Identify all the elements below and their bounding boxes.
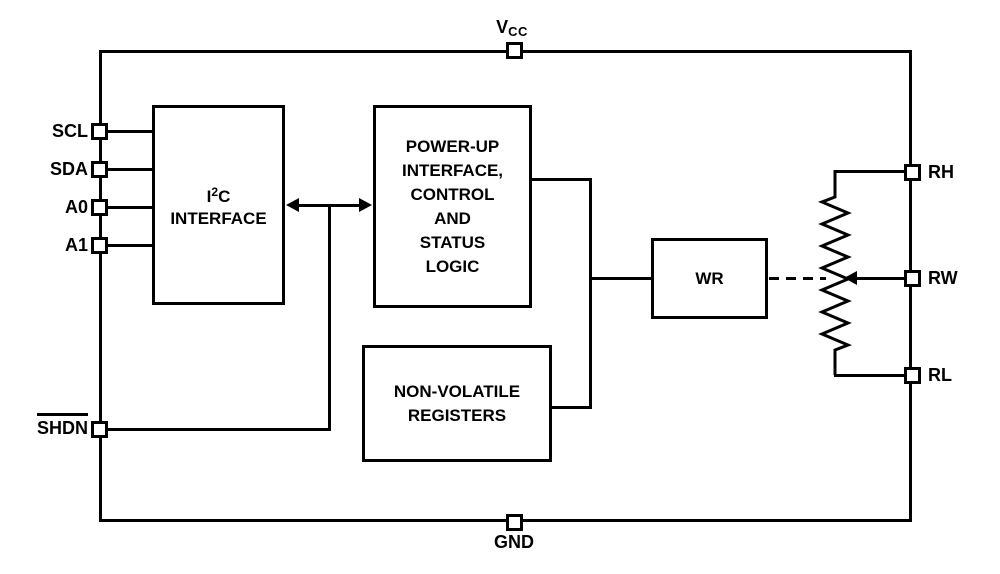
scl-pin (91, 123, 108, 140)
gnd-label: GND (494, 532, 534, 552)
a0-label: A0 (64, 197, 88, 217)
block-label: LOGIC (425, 256, 480, 276)
block-label: NON-VOLATILE (393, 381, 521, 401)
a0-wire (107, 206, 152, 209)
a1-label: A1 (64, 235, 88, 255)
scl-label: SCL (52, 121, 88, 141)
shdn-wire-vertical (328, 204, 331, 431)
shdn-wire-horizontal (107, 428, 330, 431)
wr-input-wire (589, 277, 651, 280)
rw-pin (904, 270, 921, 287)
block-label: INTERFACE, (401, 160, 504, 180)
shdn-pin (91, 421, 108, 438)
block-label: REGISTERS (407, 405, 507, 425)
rw-label: RW (928, 268, 958, 288)
nv-registers-wire (552, 406, 592, 409)
rl-label: RL (928, 365, 952, 385)
a1-pin (91, 237, 108, 254)
rl-wire (834, 374, 912, 377)
block-label: POWER-UP (405, 136, 500, 156)
rl-pin (904, 367, 921, 384)
rh-label: RH (928, 162, 954, 182)
rh-wire (834, 170, 912, 173)
arrowhead-right-icon (359, 198, 372, 212)
rh-pin (904, 164, 921, 181)
scl-wire (107, 130, 152, 133)
block-label: CONTROL (410, 184, 495, 204)
i2c-powerup-wire (295, 204, 365, 207)
a0-pin (91, 199, 108, 216)
wiper-arrow-icon (844, 271, 857, 285)
shdn-label: SHDN (28, 413, 88, 439)
power-up-control-block: POWER-UP INTERFACE, CONTROL AND STATUS L… (373, 105, 532, 308)
block-label: I2C (206, 184, 231, 206)
block-label: INTERFACE (170, 208, 267, 228)
gnd-pin (506, 514, 523, 531)
nonvolatile-registers-block: NON-VOLATILE REGISTERS (362, 345, 552, 462)
vcc-pin (506, 42, 523, 59)
sda-pin (91, 161, 108, 178)
block-label: AND (434, 208, 471, 228)
sda-wire (107, 168, 152, 171)
block-label: WR (695, 268, 724, 288)
resistor-icon (817, 170, 853, 375)
powerup-out-wire (532, 178, 591, 181)
vcc-label: VCC (496, 17, 528, 39)
wr-block: WR (651, 238, 768, 319)
sda-label: SDA (49, 159, 88, 179)
arrowhead-left-icon (286, 198, 299, 212)
rw-wiper-wire (850, 277, 912, 280)
i2c-interface-block: I2C INTERFACE (152, 105, 285, 305)
block-label: STATUS (419, 232, 486, 252)
routing-wire-vertical (589, 178, 592, 409)
a1-wire (107, 244, 152, 247)
